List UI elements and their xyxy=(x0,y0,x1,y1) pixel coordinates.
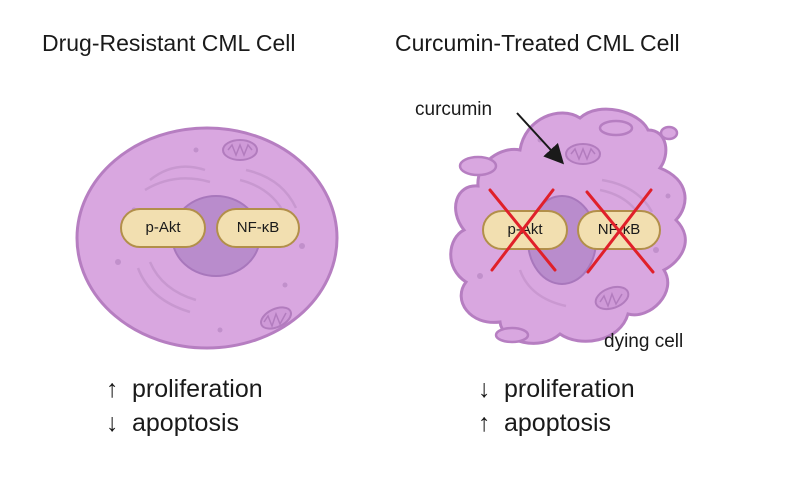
mitochondrion-icon xyxy=(565,143,601,165)
cross-icon xyxy=(585,188,655,274)
vesicles xyxy=(477,137,671,279)
left-effects: ↑ proliferation ↓ apoptosis xyxy=(106,372,263,440)
dying-cell-label: dying cell xyxy=(604,331,684,352)
left-panel-title: Drug-Resistant CML Cell xyxy=(42,30,296,56)
p-akt-protein-inhibited: p-Akt xyxy=(482,210,568,250)
mitochondrion-icon xyxy=(260,306,292,330)
effect-text: apoptosis xyxy=(504,409,612,437)
up-arrow-icon: ↑ xyxy=(106,375,119,403)
nf-kb-protein: NF-κB xyxy=(216,208,300,248)
down-arrow-icon: ↓ xyxy=(478,375,491,403)
down-arrow-icon: ↓ xyxy=(106,409,119,437)
mitochondrion-icon xyxy=(222,139,258,161)
effect-line: ↑ apoptosis xyxy=(478,406,635,440)
apoptotic-blebs xyxy=(458,119,679,344)
effect-text: apoptosis xyxy=(132,409,240,437)
effect-text: proliferation xyxy=(132,375,263,403)
p-akt-protein: p-Akt xyxy=(120,208,206,248)
effect-line: ↑ proliferation xyxy=(106,372,263,406)
right-effects: ↓ proliferation ↑ apoptosis xyxy=(478,372,635,440)
curcumin-label: curcumin xyxy=(415,99,493,120)
curcumin-arrow xyxy=(516,112,565,165)
mitochondrion-icon xyxy=(594,285,630,311)
cross-icon xyxy=(488,188,557,272)
up-arrow-icon: ↑ xyxy=(478,409,491,437)
right-panel-title: Curcumin-Treated CML Cell xyxy=(395,30,680,56)
effect-text: proliferation xyxy=(504,375,635,403)
effect-line: ↓ proliferation xyxy=(478,372,635,406)
effect-line: ↓ apoptosis xyxy=(106,406,263,440)
